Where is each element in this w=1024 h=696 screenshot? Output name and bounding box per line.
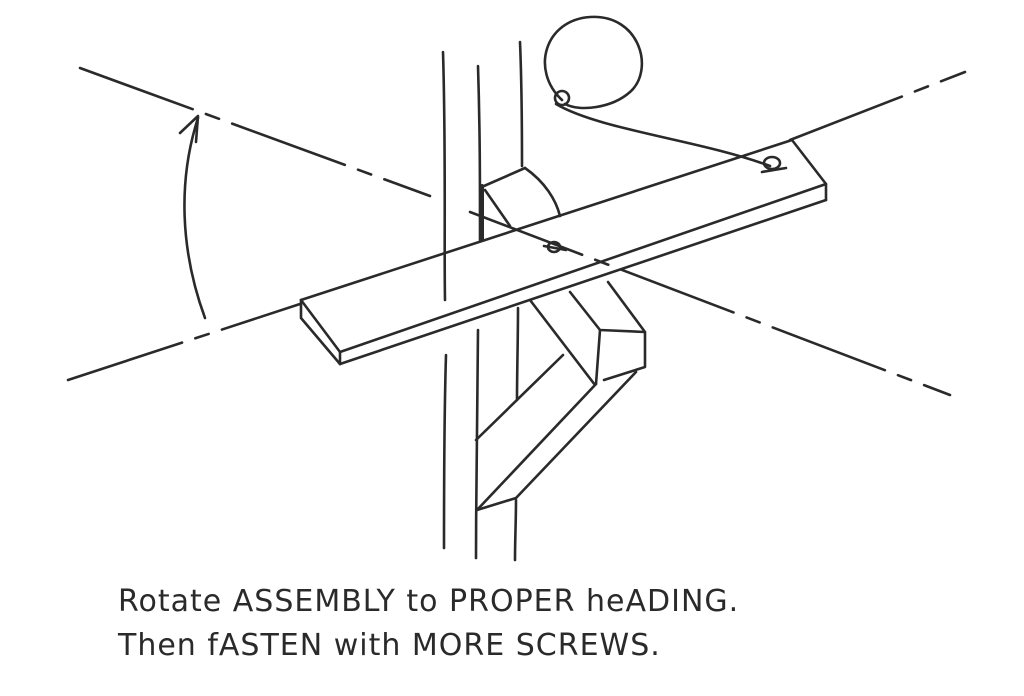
rotation-arrow-icon — [178, 114, 207, 320]
caption: Rotate ASSEMBLY to PROPER heADING. Then … — [118, 580, 878, 668]
wire-loop — [543, 15, 772, 168]
axis-line-original — [66, 70, 967, 382]
brace — [474, 280, 647, 512]
post — [441, 40, 524, 562]
caption-line-1: Rotate ASSEMBLY to PROPER heADING. — [118, 584, 740, 619]
pivot-screw-icon — [542, 240, 568, 254]
upper-block — [482, 166, 562, 228]
caption-line-2: Then fASTEN with MORE SCREWS. — [118, 628, 661, 663]
board — [299, 138, 828, 366]
